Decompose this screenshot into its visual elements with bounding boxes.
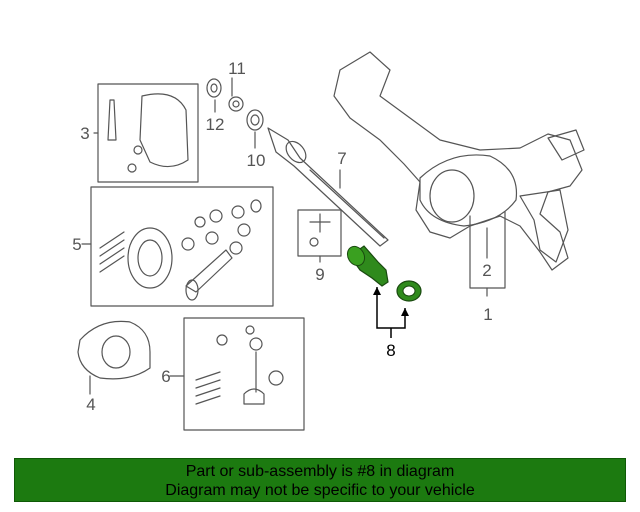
- callout-1: 1: [483, 305, 492, 324]
- callout-11: 11: [228, 59, 246, 78]
- sealant-tube-icon: [107, 99, 117, 141]
- leader-lines: [81, 77, 506, 395]
- u-joint-box: [297, 209, 342, 257]
- seal-ring-icon: [228, 96, 244, 112]
- highlighted-part-8: [346, 245, 422, 338]
- callout-6: 6: [161, 367, 170, 386]
- callout-5: 5: [72, 235, 81, 254]
- callout-3: 3: [80, 124, 89, 143]
- info-banner: Part or sub-assembly is #8 in diagram Di…: [14, 458, 626, 502]
- ring-gear-icon: [127, 227, 173, 289]
- callout-2: 2: [482, 261, 491, 280]
- callout-7: 7: [337, 149, 346, 168]
- diff-housing-icon: [419, 154, 518, 227]
- cover-kit-box: [97, 83, 199, 183]
- diff-internals-box: [183, 317, 305, 431]
- diff-cover-icon: [139, 93, 189, 168]
- parts-diagram: 3 11 12 10 7 5 9 4 6 2 1 8: [72, 51, 585, 431]
- pinion-gear-icon: [185, 249, 233, 293]
- gear-kit-box: [90, 186, 274, 307]
- cross-joint-icon: [309, 213, 331, 233]
- bearing-race-parts: [206, 78, 264, 131]
- callout-4: 4: [86, 395, 95, 414]
- bearing-icon: [246, 109, 264, 131]
- bearing-cup-icon: [206, 78, 222, 98]
- diff-carrier: [77, 320, 151, 380]
- axle-shaft: [267, 127, 389, 247]
- callout-12: 12: [206, 115, 225, 134]
- callout-9: 9: [315, 265, 324, 284]
- axle-housing: [333, 51, 585, 271]
- banner-line-2: Diagram may not be specific to your vehi…: [165, 482, 475, 499]
- steering-knuckle-icon: [519, 189, 569, 263]
- callout-8: 8: [386, 341, 395, 360]
- u-joint-icon: [285, 140, 307, 164]
- banner-line-1: Part or sub-assembly is #8 in diagram: [185, 463, 455, 480]
- knuckle-icon: [547, 129, 585, 161]
- callout-10: 10: [247, 151, 266, 170]
